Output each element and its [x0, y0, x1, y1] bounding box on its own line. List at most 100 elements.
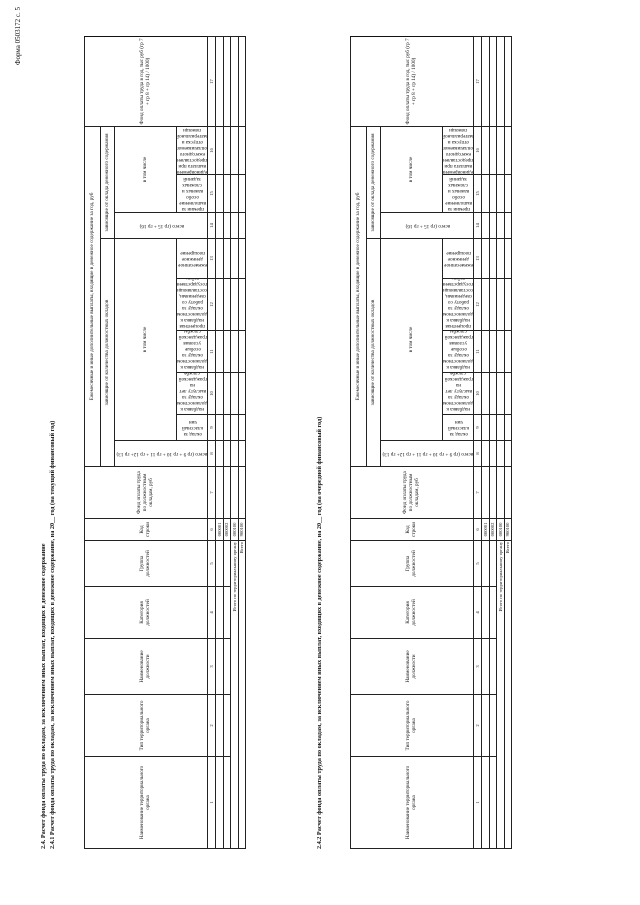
- data-cell[interactable]: [489, 212, 497, 239]
- data-cell[interactable]: [504, 466, 512, 519]
- data-cell[interactable]: [489, 440, 497, 467]
- data-cell[interactable]: [504, 238, 512, 279]
- data-cell[interactable]: [223, 238, 231, 279]
- data-cell[interactable]: [496, 36, 504, 127]
- data-cell[interactable]: [215, 586, 223, 639]
- data-cell[interactable]: [496, 212, 504, 239]
- data-cell[interactable]: [223, 466, 231, 519]
- data-cell[interactable]: [238, 238, 246, 279]
- data-cell[interactable]: [481, 586, 489, 639]
- data-cell[interactable]: [504, 36, 512, 127]
- data-cell[interactable]: [215, 440, 223, 467]
- data-cell[interactable]: [215, 638, 223, 695]
- data-cell[interactable]: [489, 36, 497, 127]
- data-cell[interactable]: [504, 440, 512, 467]
- data-cell[interactable]: [481, 278, 489, 331]
- data-cell[interactable]: [481, 126, 489, 175]
- data-cell[interactable]: [215, 212, 223, 239]
- data-cell[interactable]: [489, 372, 497, 415]
- data-cell[interactable]: [230, 174, 238, 213]
- data-cell[interactable]: [489, 638, 497, 695]
- data-cell[interactable]: [238, 372, 246, 415]
- data-cell[interactable]: [223, 278, 231, 331]
- data-cell[interactable]: [215, 330, 223, 373]
- data-cell[interactable]: [223, 440, 231, 467]
- data-cell[interactable]: [238, 440, 246, 467]
- data-cell[interactable]: [215, 540, 223, 587]
- data-cell[interactable]: [215, 36, 223, 127]
- data-cell[interactable]: [223, 212, 231, 239]
- data-cell[interactable]: [223, 330, 231, 373]
- data-cell[interactable]: [215, 466, 223, 519]
- data-cell[interactable]: [215, 372, 223, 415]
- data-cell[interactable]: [215, 238, 223, 279]
- data-cell[interactable]: [481, 174, 489, 213]
- data-cell[interactable]: [496, 440, 504, 467]
- data-cell[interactable]: [489, 278, 497, 331]
- data-cell[interactable]: [489, 466, 497, 519]
- data-cell[interactable]: [230, 414, 238, 441]
- data-cell[interactable]: [230, 212, 238, 239]
- data-cell[interactable]: [481, 414, 489, 441]
- data-cell[interactable]: [230, 126, 238, 175]
- data-cell[interactable]: [223, 36, 231, 127]
- data-cell[interactable]: [230, 278, 238, 331]
- data-cell[interactable]: [230, 238, 238, 279]
- data-cell[interactable]: [489, 126, 497, 175]
- data-cell[interactable]: [230, 330, 238, 373]
- data-cell[interactable]: [496, 126, 504, 175]
- data-cell[interactable]: [223, 540, 231, 587]
- data-cell[interactable]: [496, 330, 504, 373]
- data-cell[interactable]: [238, 278, 246, 331]
- data-cell[interactable]: [230, 36, 238, 127]
- data-cell[interactable]: [238, 330, 246, 373]
- data-cell[interactable]: [496, 372, 504, 415]
- data-cell[interactable]: [489, 586, 497, 639]
- data-cell[interactable]: [481, 238, 489, 279]
- data-cell[interactable]: [230, 440, 238, 467]
- data-cell[interactable]: [238, 212, 246, 239]
- data-cell[interactable]: [215, 126, 223, 175]
- data-cell[interactable]: [238, 36, 246, 127]
- data-cell[interactable]: [496, 174, 504, 213]
- data-cell[interactable]: [504, 126, 512, 175]
- data-cell[interactable]: [238, 414, 246, 441]
- data-cell[interactable]: [496, 278, 504, 331]
- data-cell[interactable]: [223, 586, 231, 639]
- data-cell[interactable]: [481, 440, 489, 467]
- data-cell[interactable]: [230, 466, 238, 519]
- data-cell[interactable]: [481, 540, 489, 587]
- data-cell[interactable]: [489, 174, 497, 213]
- data-cell[interactable]: [223, 694, 231, 757]
- data-cell[interactable]: [481, 330, 489, 373]
- data-cell[interactable]: [489, 414, 497, 441]
- data-cell[interactable]: [223, 126, 231, 175]
- data-cell[interactable]: [481, 372, 489, 415]
- data-cell[interactable]: [496, 466, 504, 519]
- data-cell[interactable]: [223, 638, 231, 695]
- data-cell[interactable]: [238, 174, 246, 213]
- data-cell[interactable]: [215, 756, 223, 849]
- data-cell[interactable]: [481, 638, 489, 695]
- data-cell[interactable]: [238, 466, 246, 519]
- data-cell[interactable]: [496, 238, 504, 279]
- data-cell[interactable]: [504, 414, 512, 441]
- data-cell[interactable]: [504, 330, 512, 373]
- data-cell[interactable]: [238, 126, 246, 175]
- data-cell[interactable]: [481, 36, 489, 127]
- data-cell[interactable]: [504, 372, 512, 415]
- data-cell[interactable]: [481, 756, 489, 849]
- data-cell[interactable]: [504, 278, 512, 331]
- data-cell[interactable]: [215, 174, 223, 213]
- data-cell[interactable]: [223, 414, 231, 441]
- data-cell[interactable]: [223, 372, 231, 415]
- data-cell[interactable]: [215, 278, 223, 331]
- data-cell[interactable]: [489, 756, 497, 849]
- data-cell[interactable]: [215, 414, 223, 441]
- data-cell[interactable]: [481, 694, 489, 757]
- data-cell[interactable]: [489, 330, 497, 373]
- data-cell[interactable]: [504, 212, 512, 239]
- data-cell[interactable]: [223, 174, 231, 213]
- data-cell[interactable]: [489, 540, 497, 587]
- data-cell[interactable]: [230, 372, 238, 415]
